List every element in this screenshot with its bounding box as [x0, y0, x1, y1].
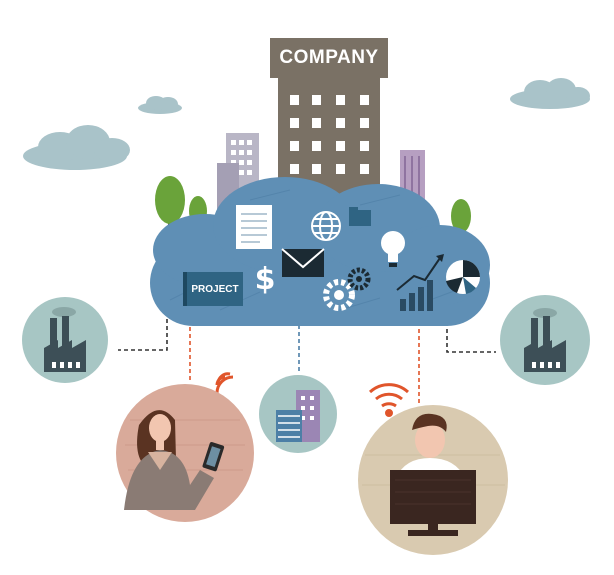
dollar-icon: $: [255, 262, 276, 297]
globe-icon: [311, 211, 341, 241]
building-circle: [259, 375, 337, 453]
envelope-icon: [281, 248, 325, 277]
project-folder-label: PROJECT: [183, 272, 243, 306]
wifi-icon: [368, 383, 410, 417]
sky-cloud-right: [510, 78, 590, 109]
woman-figure: [124, 410, 214, 510]
gears-icon: [323, 267, 371, 311]
factory-right: [500, 295, 590, 385]
connector-lines: [118, 312, 496, 405]
smartphone-icon: [202, 441, 225, 472]
factory-icon: [524, 308, 566, 372]
company-sign: COMPANY: [270, 38, 388, 78]
pie-chart-icon: [446, 260, 480, 294]
sky-cloud-small: [138, 96, 182, 114]
growth-chart-icon: [396, 254, 444, 311]
factory-left: [22, 297, 108, 383]
folder-icon: [349, 207, 371, 226]
wifi-icon: [216, 372, 231, 385]
lightbulb-icon: [381, 231, 405, 267]
document-icon: [236, 205, 272, 249]
man-circle: [358, 405, 508, 555]
woman-circle: [116, 384, 254, 522]
svg-text:$: $: [255, 262, 276, 297]
sky-cloud-left: [23, 125, 130, 170]
monitor-icon: [390, 470, 476, 536]
factory-icon: [44, 307, 86, 372]
